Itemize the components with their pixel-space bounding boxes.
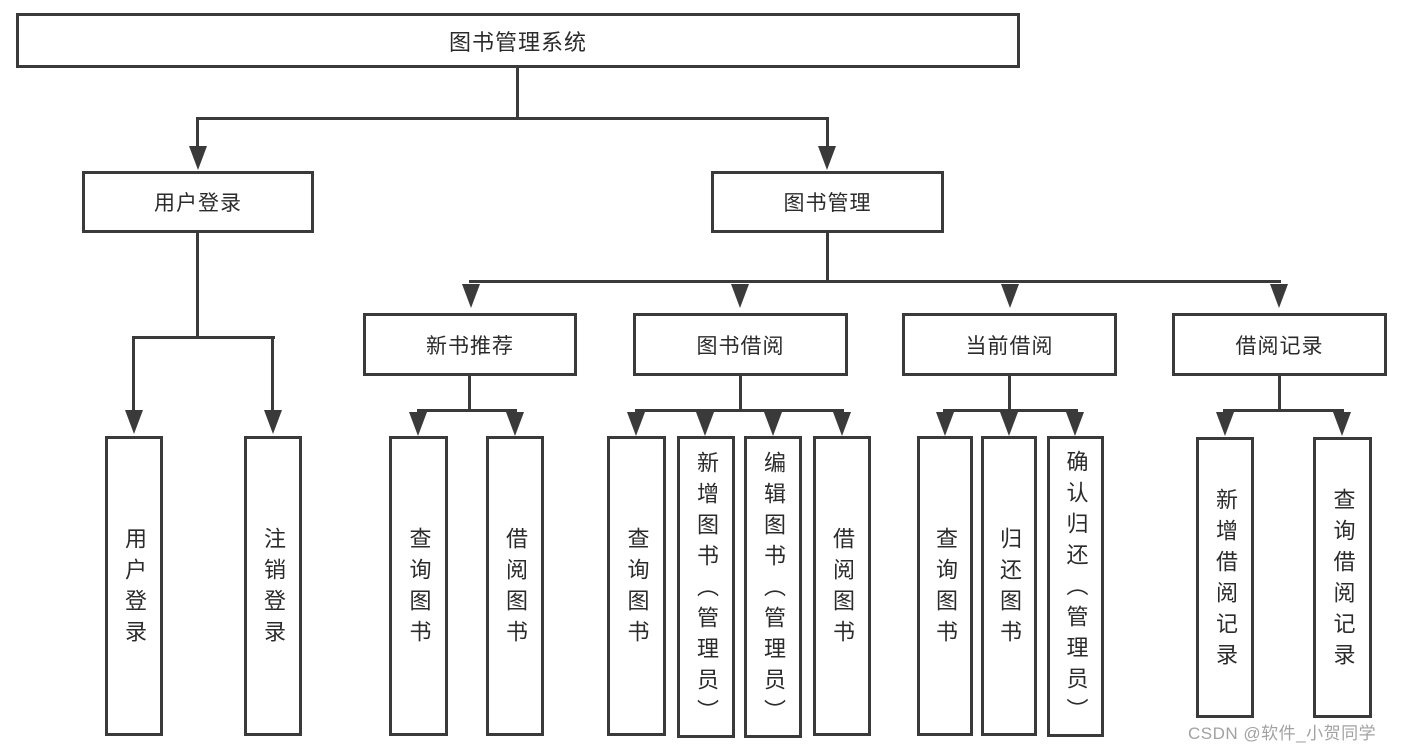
arrowhead-leaf <box>627 412 645 436</box>
leaf-borrow-books-recommend: 借阅图书 <box>486 436 544 736</box>
arrowhead-level3 <box>1270 284 1288 308</box>
leaf-query-borrow-record: 查询借阅记录 <box>1313 437 1372 718</box>
node-current-borrowing: 当前借阅 <box>902 313 1117 376</box>
leaf-return-books: 归还图书 <box>981 436 1037 736</box>
leaf-add-book-admin: 新增图书（管理员） <box>677 436 735 738</box>
arrowhead-level3 <box>731 284 749 308</box>
leaf-edit-book-admin: 编辑图书（管理员） <box>744 436 802 738</box>
arrowhead-level3 <box>462 284 480 308</box>
node-new-book-recommendation: 新书推荐 <box>363 313 577 376</box>
node-borrowing-records: 借阅记录 <box>1172 313 1387 376</box>
connector-user-login-bar <box>132 336 275 339</box>
connector-current-bar <box>943 409 1078 412</box>
connector-root-bar <box>196 117 829 120</box>
arrowhead-leaf <box>764 412 782 436</box>
arrowhead-leaf <box>264 410 282 434</box>
leaf-query-books-borrowing: 查询图书 <box>607 436 666 736</box>
leaf-query-books-recommend: 查询图书 <box>389 436 448 736</box>
connector-root-stem <box>516 68 519 120</box>
arrowhead-leaf <box>1216 412 1234 436</box>
arrowhead-leaf <box>833 412 851 436</box>
leaf-query-books-current: 查询图书 <box>917 436 973 736</box>
leaf-borrow-books-borrowing: 借阅图书 <box>813 436 871 736</box>
connector-recommend-stem <box>468 376 471 412</box>
csdn-watermark: CSDN @软件_小贺同学 <box>1188 724 1377 743</box>
arrowhead-leaf <box>936 412 954 436</box>
connector-user-login-stem <box>196 233 199 339</box>
connector-book-mgmt-bar <box>469 280 1281 283</box>
connector-current-stem <box>1008 376 1011 412</box>
connector-leaf-drop <box>271 336 274 412</box>
arrowhead-leaf <box>1066 412 1084 436</box>
connector-records-bar <box>1223 409 1344 412</box>
arrowhead-leaf <box>506 412 524 436</box>
connector-user-login-drop <box>196 117 199 150</box>
arrowhead-book-mgmt <box>818 146 836 170</box>
connector-records-stem <box>1278 376 1281 412</box>
connector-recommend-bar <box>417 409 517 412</box>
arrowhead-user-login <box>189 146 207 170</box>
leaf-confirm-return-admin: 确认归还（管理员） <box>1047 436 1104 737</box>
arrowhead-leaf <box>1333 412 1351 436</box>
leaf-user-login: 用户登录 <box>105 436 163 736</box>
node-library-management-system: 图书管理系统 <box>16 13 1020 68</box>
arrowhead-leaf <box>125 410 143 434</box>
arrowhead-leaf <box>696 412 714 436</box>
arrowhead-leaf <box>409 412 427 436</box>
arrowhead-level3 <box>1001 284 1019 308</box>
connector-book-mgmt-drop <box>826 117 829 150</box>
connector-leaf-drop <box>132 336 135 412</box>
node-user-login: 用户登录 <box>82 171 314 233</box>
connector-borrowing-bar <box>635 409 844 412</box>
leaf-logout: 注销登录 <box>244 436 302 736</box>
node-book-borrowing: 图书借阅 <box>633 313 848 376</box>
connector-borrowing-stem <box>739 376 742 412</box>
leaf-add-borrow-record: 新增借阅记录 <box>1196 437 1254 718</box>
connector-book-mgmt-stem <box>826 233 829 283</box>
node-book-management: 图书管理 <box>711 171 944 233</box>
arrowhead-leaf <box>1000 412 1018 436</box>
